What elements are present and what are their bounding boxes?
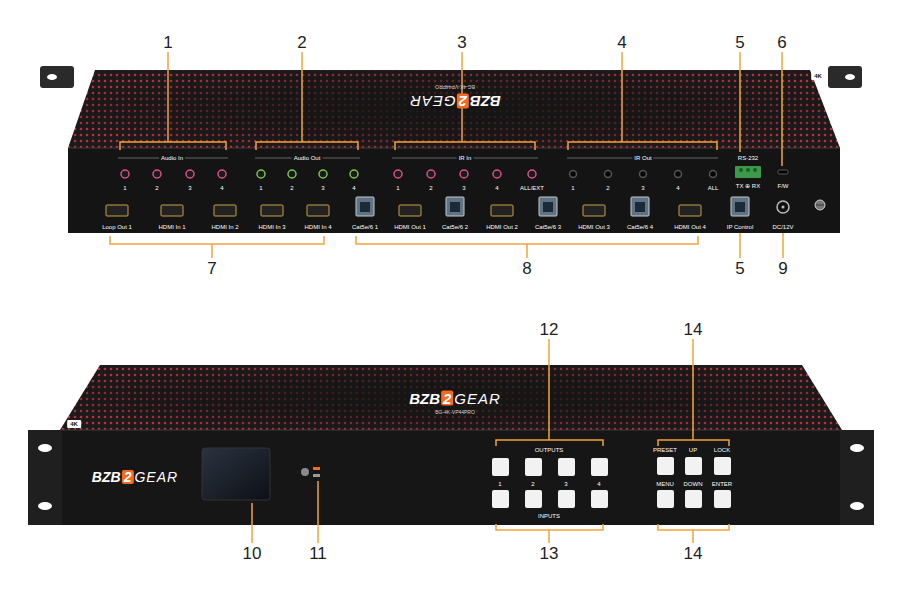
logo-text: BZB [92,470,121,484]
callout-number: 4 [617,34,626,51]
port-number: ALL/EXT [520,185,544,191]
logo-text: GEAR [134,470,178,484]
callout-number: 1 [163,34,172,51]
callout-number: 2 [297,34,306,51]
model-number: BG-4K-VP44PRO [435,410,475,415]
button-label: 4 [597,481,600,487]
callout-number: 7 [207,260,216,277]
callout-number: 8 [522,260,531,277]
button-label: 2 [531,481,534,487]
button-group-label: OUTPUTS [533,447,566,453]
port-number: 3 [321,185,324,191]
port-number: 4 [220,185,223,191]
port-number: 1 [396,185,399,191]
port-group-label: Audio In [159,155,185,161]
brand-logo: BZB2GEAR [409,94,501,109]
callout-number: 10 [243,545,262,562]
button-label: DOWN [684,481,703,487]
callout-number: 14 [684,545,703,562]
4k-badge: 4K [811,72,825,80]
callout-number: 5 [735,260,744,277]
port-label: F/W [778,183,789,189]
logo-text: 2 [441,391,453,406]
callout-number: 9 [778,260,787,277]
port-label: HDMI Out 1 [394,224,426,230]
4k-badge: 4K [67,420,81,428]
port-label: HDMI Out 4 [674,224,706,230]
logo-text: BZB [470,94,501,109]
port-label: HDMI In 1 [158,224,185,230]
brand-logo: BZB2GEAR [409,391,501,406]
port-label: Cat5e/6 4 [627,224,653,230]
button-label: PRESET [653,447,677,453]
pin-label: TX ⊕ RX [736,183,760,189]
callout-number: 13 [540,545,559,562]
port-number: ALL [708,185,719,191]
port-number: 3 [188,185,191,191]
button-label: UP [689,447,697,453]
button-label: ENTER [712,481,732,487]
port-label: RS-232 [738,155,758,161]
port-number: 3 [641,185,644,191]
port-label: HDMI Out 2 [486,224,518,230]
port-number: 2 [429,185,432,191]
logo-text: GEAR [409,94,456,109]
port-label: Cat5e/6 3 [535,224,561,230]
port-number: 3 [462,185,465,191]
port-group-label: Audio Out [292,155,323,161]
port-group-label: IR In [457,155,474,161]
port-label: HDMI In 3 [258,224,285,230]
port-label: IP Control [727,224,754,230]
port-number: 1 [259,185,262,191]
port-number: 2 [290,185,293,191]
port-number: 2 [155,185,158,191]
port-number: 2 [606,185,609,191]
button-label: 1 [498,481,501,487]
port-group-label: IR Out [632,155,653,161]
port-number: 4 [676,185,679,191]
model-number: BG-4K-VP44PRO [435,84,475,89]
callout-number: 12 [540,321,559,338]
port-label: DC/12V [772,224,793,230]
callout-number: 14 [684,321,703,338]
logo-text: BZB [409,391,440,406]
callout-number: 3 [457,34,466,51]
callout-number: 6 [777,34,786,51]
port-number: 4 [352,185,355,191]
port-label: HDMI In 2 [211,224,238,230]
port-label: HDMI Out 3 [578,224,610,230]
port-label: HDMI In 4 [304,224,331,230]
button-label: 3 [564,481,567,487]
port-label: Cat5e/6 1 [352,224,378,230]
button-group-label: INPUTS [536,513,562,519]
port-number: 1 [571,185,574,191]
button-label: LOCK [714,447,730,453]
port-label: Cat5e/6 2 [442,224,468,230]
port-label: Loop Out 1 [102,224,132,230]
button-label: MENU [656,481,674,487]
logo-text: GEAR [454,391,501,406]
brand-logo: BZB2GEAR [92,470,178,484]
logo-text: 2 [457,94,469,109]
port-number: 1 [123,185,126,191]
logo-text: 2 [122,470,134,484]
callout-number: 11 [309,545,327,562]
callout-number: 5 [735,34,744,51]
port-number: 4 [495,185,498,191]
